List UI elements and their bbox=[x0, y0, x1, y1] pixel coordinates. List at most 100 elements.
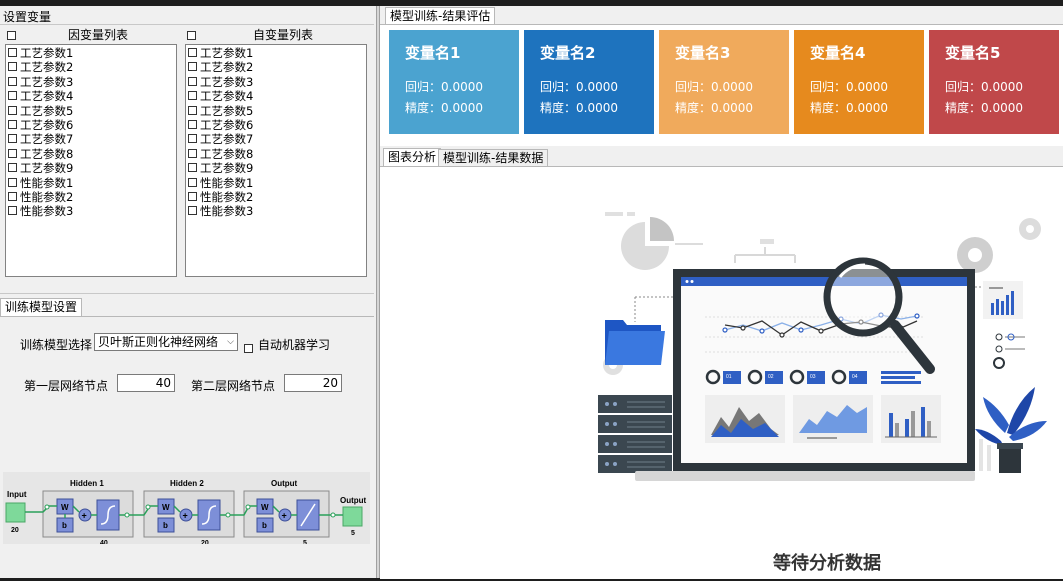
list-item-checkbox[interactable] bbox=[188, 105, 197, 115]
network-architecture-diagram: Input 20 Hidden 1 W b + 40 Hidden 2 W b … bbox=[3, 472, 370, 544]
deco-line bbox=[605, 212, 623, 216]
automl-checkbox[interactable] bbox=[244, 344, 253, 353]
list-item-checkbox[interactable] bbox=[8, 62, 17, 72]
list-item-checkbox[interactable] bbox=[8, 134, 17, 144]
list-item[interactable]: 工艺参数3 bbox=[186, 75, 366, 89]
result-card-regression: 回归：0.0000 bbox=[540, 80, 618, 94]
list-item[interactable]: 工艺参数5 bbox=[186, 104, 366, 118]
list-item[interactable]: 工艺参数2 bbox=[186, 60, 366, 74]
list-item[interactable]: 工艺参数3 bbox=[6, 75, 176, 89]
result-card-precision: 精度：0.0000 bbox=[540, 101, 618, 115]
list-item-label: 工艺参数8 bbox=[200, 146, 254, 161]
model-settings-panel bbox=[0, 316, 374, 579]
list-item-checkbox[interactable] bbox=[188, 62, 197, 72]
list-item[interactable]: 工艺参数9 bbox=[6, 161, 176, 175]
list-item-label: 工艺参数3 bbox=[200, 74, 254, 89]
list-item-checkbox[interactable] bbox=[188, 177, 197, 187]
list-item[interactable]: 工艺参数4 bbox=[6, 89, 176, 103]
list-item[interactable]: 工艺参数5 bbox=[6, 104, 176, 118]
list-item-checkbox[interactable] bbox=[188, 134, 197, 144]
list-item[interactable]: 工艺参数1 bbox=[6, 46, 176, 60]
vertical-splitter[interactable] bbox=[376, 6, 380, 578]
list-item[interactable]: 工艺参数8 bbox=[6, 147, 176, 161]
list-item[interactable]: 性能参数3 bbox=[6, 204, 176, 218]
list-item[interactable]: 工艺参数1 bbox=[186, 46, 366, 60]
list-item-checkbox[interactable] bbox=[8, 148, 17, 158]
chart-analysis-panel: 01 02 03 04 bbox=[380, 166, 1063, 579]
dependent-select-all-checkbox[interactable] bbox=[7, 31, 16, 40]
list-item[interactable]: 性能参数2 bbox=[186, 190, 366, 204]
list-item-checkbox[interactable] bbox=[188, 163, 197, 173]
gear-icon bbox=[1019, 218, 1041, 240]
result-card-regression: 回归：0.0000 bbox=[945, 80, 1023, 94]
list-item[interactable]: 工艺参数7 bbox=[6, 132, 176, 146]
layer2-input[interactable]: 20 bbox=[284, 374, 342, 392]
result-card-regression: 回归：0.0000 bbox=[405, 80, 483, 94]
list-item-checkbox[interactable] bbox=[8, 191, 17, 201]
list-item-checkbox[interactable] bbox=[8, 163, 17, 173]
list-item[interactable]: 工艺参数6 bbox=[6, 118, 176, 132]
list-item-checkbox[interactable] bbox=[8, 76, 17, 86]
tab-result-evaluation[interactable]: 模型训练-结果评估 bbox=[385, 7, 496, 25]
hidden2-bias-block bbox=[157, 517, 175, 533]
output-sum-label: + bbox=[282, 511, 287, 521]
list-item[interactable]: 性能参数3 bbox=[186, 204, 366, 218]
list-item[interactable]: 工艺参数6 bbox=[186, 118, 366, 132]
list-item-label: 工艺参数1 bbox=[200, 46, 254, 60]
list-item[interactable]: 工艺参数7 bbox=[186, 132, 366, 146]
output-weight-label: W bbox=[261, 503, 269, 512]
deco-line bbox=[760, 239, 774, 244]
list-item-checkbox[interactable] bbox=[188, 76, 197, 86]
list-item-checkbox[interactable] bbox=[188, 48, 197, 57]
tab-training-result-data[interactable]: 模型训练-结果数据 bbox=[438, 149, 549, 167]
model-select-value: 贝叶斯正则化神经网络 bbox=[98, 335, 219, 349]
result-card-title: 变量名5 bbox=[945, 44, 1001, 62]
list-item-checkbox[interactable] bbox=[188, 206, 197, 216]
independent-select-all-checkbox[interactable] bbox=[187, 31, 196, 40]
list-item-label: 工艺参数7 bbox=[20, 132, 74, 147]
layer1-input[interactable]: 40 bbox=[117, 374, 175, 392]
list-item-checkbox[interactable] bbox=[8, 91, 17, 101]
list-item-label: 性能参数3 bbox=[200, 204, 254, 219]
hidden1-sum-label: + bbox=[82, 511, 87, 521]
list-item[interactable]: 工艺参数4 bbox=[186, 89, 366, 103]
hidden1-weight-label: W bbox=[61, 503, 69, 512]
list-item-checkbox[interactable] bbox=[8, 177, 17, 187]
tab-chart-analysis[interactable]: 图表分析 bbox=[383, 148, 442, 166]
list-item[interactable]: 性能参数1 bbox=[186, 176, 366, 190]
result-card-title: 变量名4 bbox=[810, 44, 866, 62]
dependent-list-title: 因变量列表 bbox=[68, 28, 129, 42]
list-item[interactable]: 工艺参数9 bbox=[186, 161, 366, 175]
list-item[interactable]: 性能参数1 bbox=[6, 176, 176, 190]
list-item-checkbox[interactable] bbox=[188, 191, 197, 201]
list-item-checkbox[interactable] bbox=[8, 206, 17, 216]
independent-list-header: 自变量列表 bbox=[187, 28, 367, 42]
list-item-checkbox[interactable] bbox=[188, 119, 197, 129]
list-item[interactable]: 性能参数2 bbox=[6, 190, 176, 204]
list-item-label: 工艺参数9 bbox=[20, 161, 74, 176]
deco-line bbox=[675, 243, 703, 245]
result-card-regression: 回归：0.0000 bbox=[810, 80, 888, 94]
magnifier-icon bbox=[823, 257, 935, 374]
list-item-checkbox[interactable] bbox=[8, 48, 17, 57]
model-select-dropdown[interactable]: 贝叶斯正则化神经网络 ⌵ bbox=[94, 333, 238, 351]
list-item-checkbox[interactable] bbox=[8, 105, 17, 115]
list-item[interactable]: 工艺参数2 bbox=[6, 60, 176, 74]
tab-model-settings[interactable]: 训练模型设置 bbox=[0, 298, 83, 316]
legend-row: 01 02 03 04 bbox=[705, 369, 921, 385]
list-item-label: 工艺参数6 bbox=[20, 117, 74, 132]
network-connector-dots bbox=[44, 504, 336, 518]
list-item[interactable]: 工艺参数8 bbox=[186, 147, 366, 161]
list-item-checkbox[interactable] bbox=[8, 119, 17, 129]
laptop-base bbox=[635, 471, 975, 481]
legend-text-4: 04 bbox=[852, 374, 858, 380]
list-item-checkbox[interactable] bbox=[188, 148, 197, 158]
list-item-label: 工艺参数3 bbox=[20, 74, 74, 89]
list-item-checkbox[interactable] bbox=[188, 91, 197, 101]
